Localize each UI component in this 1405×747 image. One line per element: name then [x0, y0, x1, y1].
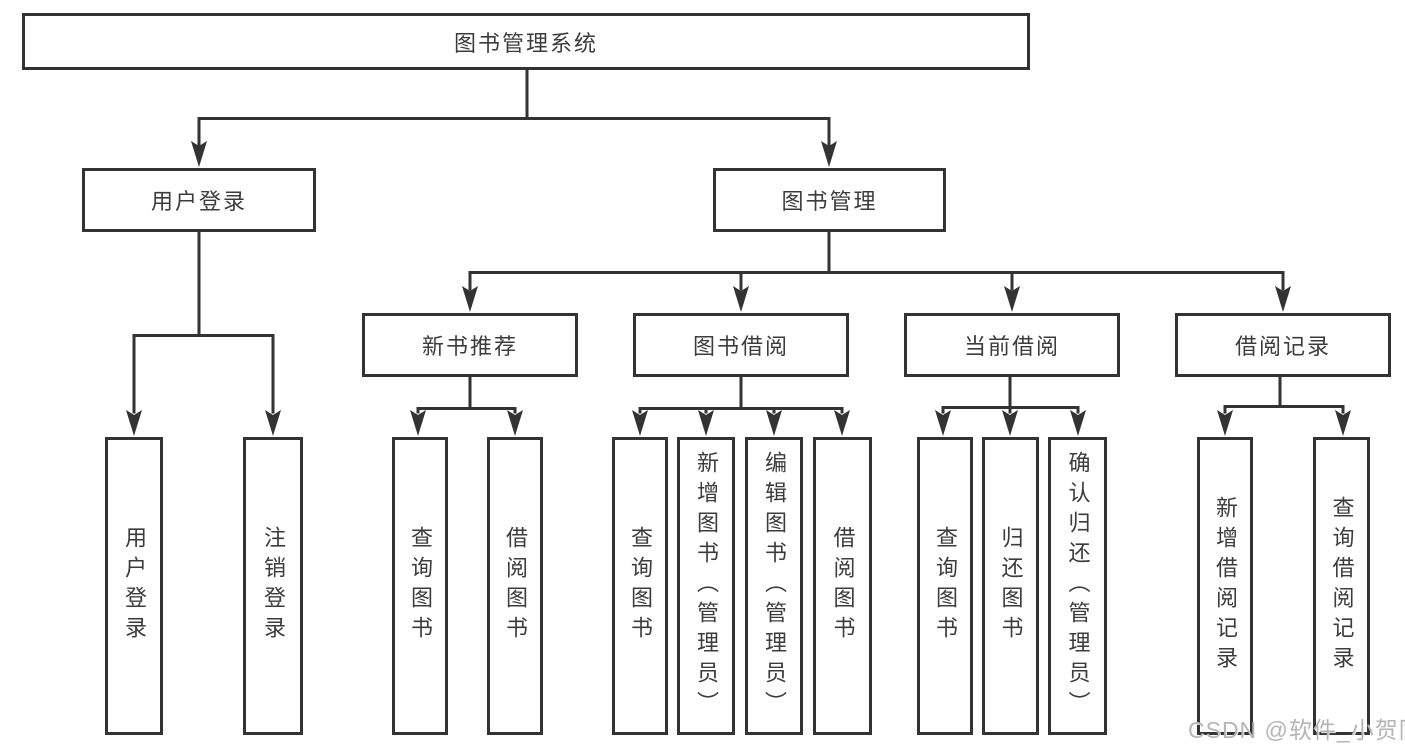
leaf-query-borrow-record: 查询借阅记录 [1313, 437, 1370, 735]
leaf-add-book-admin-label: 新增图书（管理员） [694, 451, 719, 721]
node-book-management-label: 图书管理 [781, 189, 878, 214]
node-book-management: 图书管理 [713, 168, 946, 232]
leaf-edit-book-admin: 编辑图书（管理员） [745, 437, 803, 735]
leaf-return-book-label: 归还图书 [998, 526, 1024, 646]
node-book-borrow-label: 图书借阅 [692, 334, 789, 359]
leaf-add-book-admin: 新增图书（管理员） [677, 437, 735, 735]
csdn-watermark: CSDN @软件_小贺同学 [1188, 717, 1405, 743]
node-current-borrow: 当前借阅 [904, 313, 1120, 377]
node-new-book-recommend: 新书推荐 [362, 313, 578, 377]
node-root: 图书管理系统 [22, 13, 1030, 70]
leaf-query-books-borrow-label: 查询图书 [628, 526, 653, 646]
leaf-add-borrow-record: 新增借阅记录 [1197, 437, 1253, 735]
leaf-borrow-books-recommend: 借阅图书 [487, 437, 543, 735]
node-new-book-recommend-label: 新书推荐 [421, 334, 518, 359]
leaf-query-books-current: 查询图书 [917, 437, 973, 735]
leaf-return-book: 归还图书 [982, 437, 1039, 735]
node-user-login: 用户登录 [82, 168, 316, 232]
leaf-borrow-books: 借阅图书 [813, 437, 872, 735]
leaf-logout-label: 注销登录 [261, 526, 286, 646]
node-borrow-records-label: 借阅记录 [1234, 334, 1331, 359]
node-user-login-label: 用户登录 [150, 189, 247, 214]
leaf-query-books-recommend: 查询图书 [392, 437, 448, 735]
leaf-user-login: 用户登录 [105, 437, 163, 735]
leaf-user-login-label: 用户登录 [122, 526, 147, 646]
leaf-edit-book-admin-label: 编辑图书（管理员） [762, 451, 787, 721]
leaf-borrow-books-label: 借阅图书 [830, 526, 856, 646]
leaf-confirm-return-admin: 确认归还（管理员） [1048, 437, 1107, 735]
leaf-logout: 注销登录 [243, 437, 303, 735]
leaf-query-books-current-label: 查询图书 [933, 526, 958, 646]
leaf-borrow-books-recommend-label: 借阅图书 [503, 526, 528, 646]
node-borrow-records: 借阅记录 [1175, 313, 1391, 377]
node-book-borrow: 图书借阅 [633, 313, 849, 377]
leaf-confirm-return-admin-label: 确认归还（管理员） [1065, 451, 1091, 721]
leaf-add-borrow-record-label: 新增借阅记录 [1213, 496, 1238, 676]
node-root-label: 图书管理系统 [453, 30, 598, 56]
leaf-query-borrow-record-label: 查询借阅记录 [1329, 496, 1355, 676]
leaf-query-books-recommend-label: 查询图书 [408, 526, 433, 646]
node-current-borrow-label: 当前借阅 [963, 334, 1060, 359]
leaf-query-books-borrow: 查询图书 [612, 437, 668, 735]
